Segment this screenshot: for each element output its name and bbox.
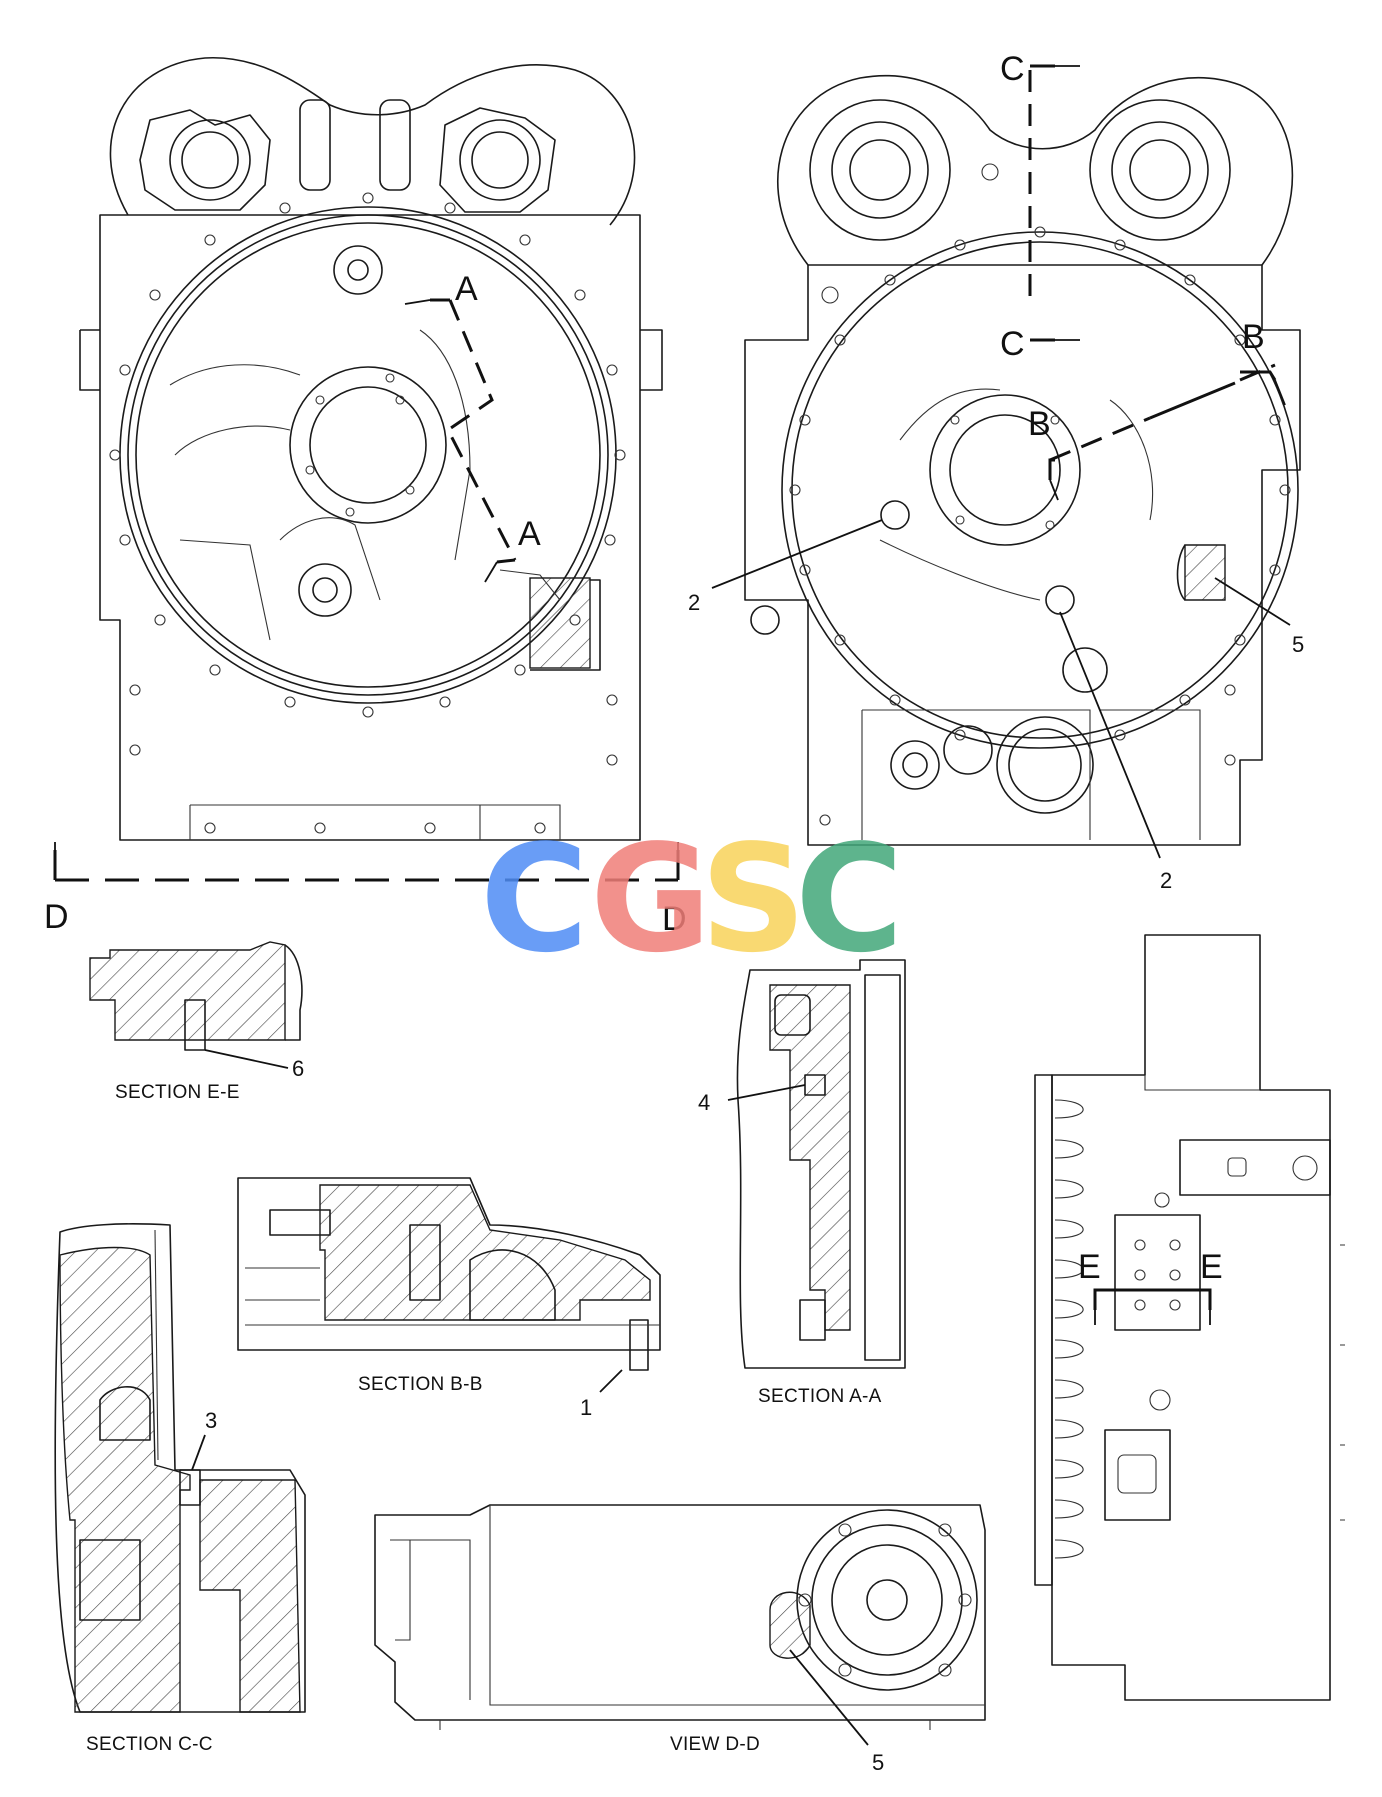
view-d-d-label: VIEW D-D xyxy=(670,1734,760,1755)
watermark-letter-c1: C xyxy=(480,813,589,985)
section-e-e-label: SECTION E-E xyxy=(115,1082,240,1103)
housing-rear-view-right xyxy=(744,74,1301,846)
callout-6: 6 xyxy=(292,1056,304,1081)
cut-label-a-bottom: A xyxy=(518,515,541,553)
cut-label-c-top: C xyxy=(1000,50,1025,88)
cgsc-watermark-logo: C G S C xyxy=(480,813,904,985)
callout-5-lower: 5 xyxy=(872,1750,884,1775)
cut-label-e-right: E xyxy=(1200,1248,1223,1286)
cut-label-d-left: D xyxy=(44,898,69,936)
watermark-letter-s: S xyxy=(700,813,807,985)
cutting-plane-e: E E xyxy=(1078,1248,1223,1325)
callout-2-lower: 2 xyxy=(1160,868,1172,893)
cutting-plane-d: D D xyxy=(44,842,687,938)
cut-label-a-top: A xyxy=(455,270,478,308)
section-c-c: 3 SECTION C-C xyxy=(54,1223,306,1755)
callouts-right-housing: 2 2 5 xyxy=(688,519,1304,893)
cut-label-b-center: B xyxy=(1028,405,1051,443)
callout-4: 4 xyxy=(698,1090,710,1115)
housing-side-view xyxy=(1034,934,1345,1701)
cutting-plane-c: C C xyxy=(1000,50,1080,363)
cut-label-c-bottom: C xyxy=(1000,325,1025,363)
cut-label-e-left: E xyxy=(1078,1248,1101,1286)
watermark-letter-g: G xyxy=(590,813,711,985)
section-b-b-label: SECTION B-B xyxy=(358,1374,483,1395)
section-a-a: 4 SECTION A-A xyxy=(698,959,906,1407)
callout-5-upper: 5 xyxy=(1292,632,1304,657)
section-a-a-label: SECTION A-A xyxy=(758,1386,882,1407)
cutting-plane-a: A A xyxy=(404,270,541,583)
callout-3: 3 xyxy=(205,1408,217,1433)
cut-label-b-right: B xyxy=(1242,318,1265,356)
section-c-c-label: SECTION C-C xyxy=(86,1734,213,1755)
watermark-letter-c2: C xyxy=(795,813,904,985)
callout-1: 1 xyxy=(580,1395,592,1420)
cutting-plane-b: B B xyxy=(1028,318,1286,501)
section-b-b: 1 SECTION B-B xyxy=(237,1177,661,1420)
housing-front-view-left xyxy=(79,57,663,841)
view-d-d: 5 VIEW D-D xyxy=(374,1504,986,1775)
section-e-e: 6 SECTION E-E xyxy=(89,941,304,1103)
cut-label-d-right: D xyxy=(662,900,687,938)
callout-2-upper: 2 xyxy=(688,590,700,615)
